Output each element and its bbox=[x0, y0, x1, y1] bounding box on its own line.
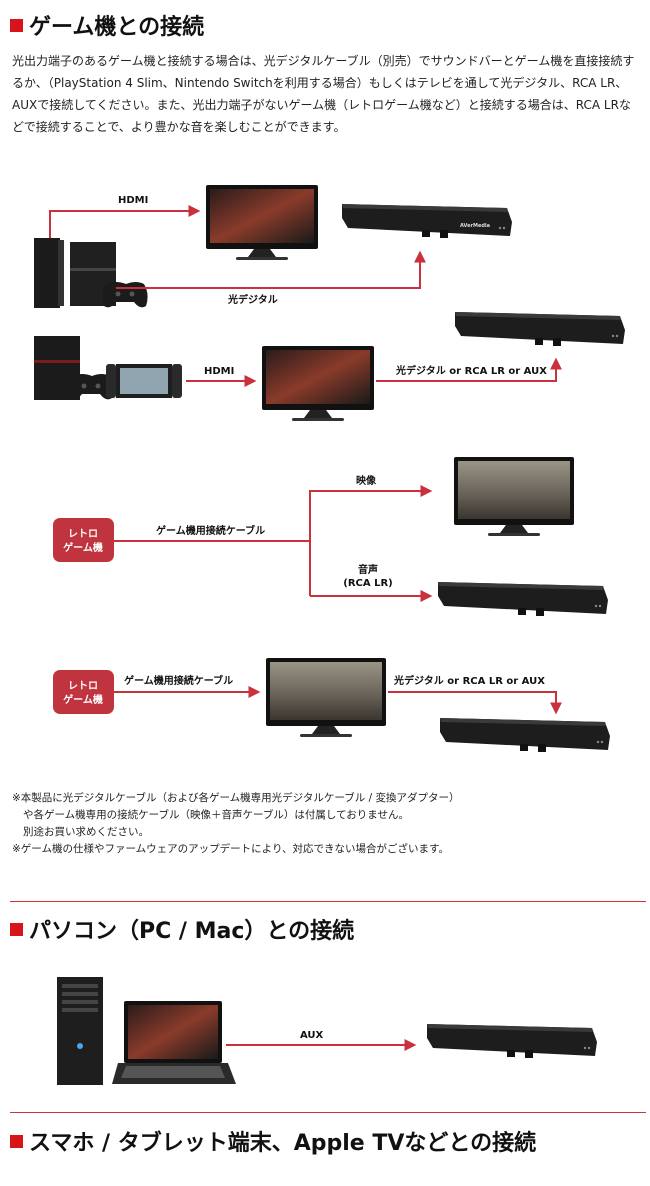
retro-console-box bbox=[53, 670, 114, 714]
label-audio-3b: (RCA LR) bbox=[343, 578, 392, 589]
label-audio-2: 光デジタル or RCA LR or AUX bbox=[395, 364, 547, 377]
retro-label-line2: ゲーム機 bbox=[63, 541, 103, 554]
intro-paragraph: 光出力端子のあるゲーム機と接続する場合は、光デジタルケーブル（別売）でサウンドバ… bbox=[12, 54, 635, 134]
monitor-icon bbox=[266, 658, 386, 737]
ps4-console-icon bbox=[34, 238, 64, 308]
retro-console-box bbox=[53, 518, 114, 562]
diagram-pc: AUX bbox=[57, 977, 597, 1085]
label-hdmi-1: HDMI bbox=[118, 195, 148, 206]
controller-icon bbox=[102, 282, 148, 308]
label-audio-4: 光デジタル or RCA LR or AUX bbox=[393, 674, 545, 687]
label-audio-3a: 音声 bbox=[358, 563, 378, 576]
diagram-via-tv: HDMI 光デジタル or RCA LR or AUX bbox=[34, 312, 625, 421]
label-cable-3: ゲーム機用接続ケーブル bbox=[156, 524, 265, 537]
laptop-icon bbox=[112, 1001, 236, 1084]
footnote-line: 別途お買い求めください。 bbox=[23, 826, 149, 838]
section-heading-game: ゲーム機との接続 bbox=[10, 10, 204, 40]
soundbar-icon bbox=[438, 582, 608, 616]
label-cable-4: ゲーム機用接続ケーブル bbox=[124, 674, 233, 687]
label-optical-1: 光デジタル bbox=[227, 293, 278, 306]
diagram-direct-optical: HDMI 光デジタル AVerMedia bbox=[34, 185, 512, 308]
diagram-retro-split: レトロ ゲーム機 ゲーム機用接続ケーブル 映像 音声 (RCA LR) bbox=[53, 457, 608, 616]
heading-bullet-icon bbox=[10, 1134, 23, 1148]
retro-label-line1: レトロ bbox=[68, 528, 98, 540]
monitor-icon bbox=[206, 185, 318, 260]
label-hdmi-2: HDMI bbox=[204, 366, 234, 377]
label-video: 映像 bbox=[356, 474, 377, 487]
section-title-mobile: スマホ / タブレット端末、Apple TVなどとの接続 bbox=[29, 1131, 537, 1156]
heading-bullet-icon bbox=[10, 922, 23, 936]
retro-label-line2: ゲーム機 bbox=[63, 693, 103, 706]
footnote-line: ※ゲーム機の仕様やファームウェアのアップデートにより、対応できない場合がございま… bbox=[12, 843, 449, 855]
footnotes: ※本製品に光デジタルケーブル（および各ゲーム機専用光デジタルケーブル / 変換ア… bbox=[12, 790, 632, 858]
soundbar-icon bbox=[342, 204, 512, 238]
section-title-pc: パソコン（PC / Mac）との接続 bbox=[29, 919, 355, 944]
soundbar-icon bbox=[455, 312, 625, 346]
soundbar-icon bbox=[440, 718, 610, 752]
nintendo-switch-icon bbox=[106, 364, 182, 398]
footnote-line: ※本製品に光デジタルケーブル（および各ゲーム機専用光デジタルケーブル / 変換ア… bbox=[12, 792, 460, 804]
heading-bullet-icon bbox=[10, 18, 23, 32]
soundbar-icon bbox=[427, 1024, 597, 1058]
section-heading-mobile: スマホ / タブレット端末、Apple TVなどとの接続 bbox=[10, 1126, 536, 1156]
label-aux: AUX bbox=[300, 1030, 324, 1041]
monitor-icon bbox=[454, 457, 574, 536]
brand-logo: AVerMedia bbox=[460, 223, 490, 229]
diagram-retro-via-tv: レトロ ゲーム機 ゲーム機用接続ケーブル 光デジタル or RCA LR or … bbox=[53, 658, 610, 752]
footnote-line: や各ゲーム機専用の接続ケーブル（映像＋音声ケーブル）は付属しておりません。 bbox=[23, 809, 409, 821]
pc-tower-icon bbox=[57, 977, 103, 1085]
section-heading-pc: パソコン（PC / Mac）との接続 bbox=[10, 914, 354, 944]
monitor-icon bbox=[262, 346, 374, 421]
section-title-game: ゲーム機との接続 bbox=[29, 15, 205, 40]
retro-label-line1: レトロ bbox=[68, 680, 98, 692]
section-divider bbox=[10, 901, 646, 902]
section-divider bbox=[10, 1112, 646, 1113]
